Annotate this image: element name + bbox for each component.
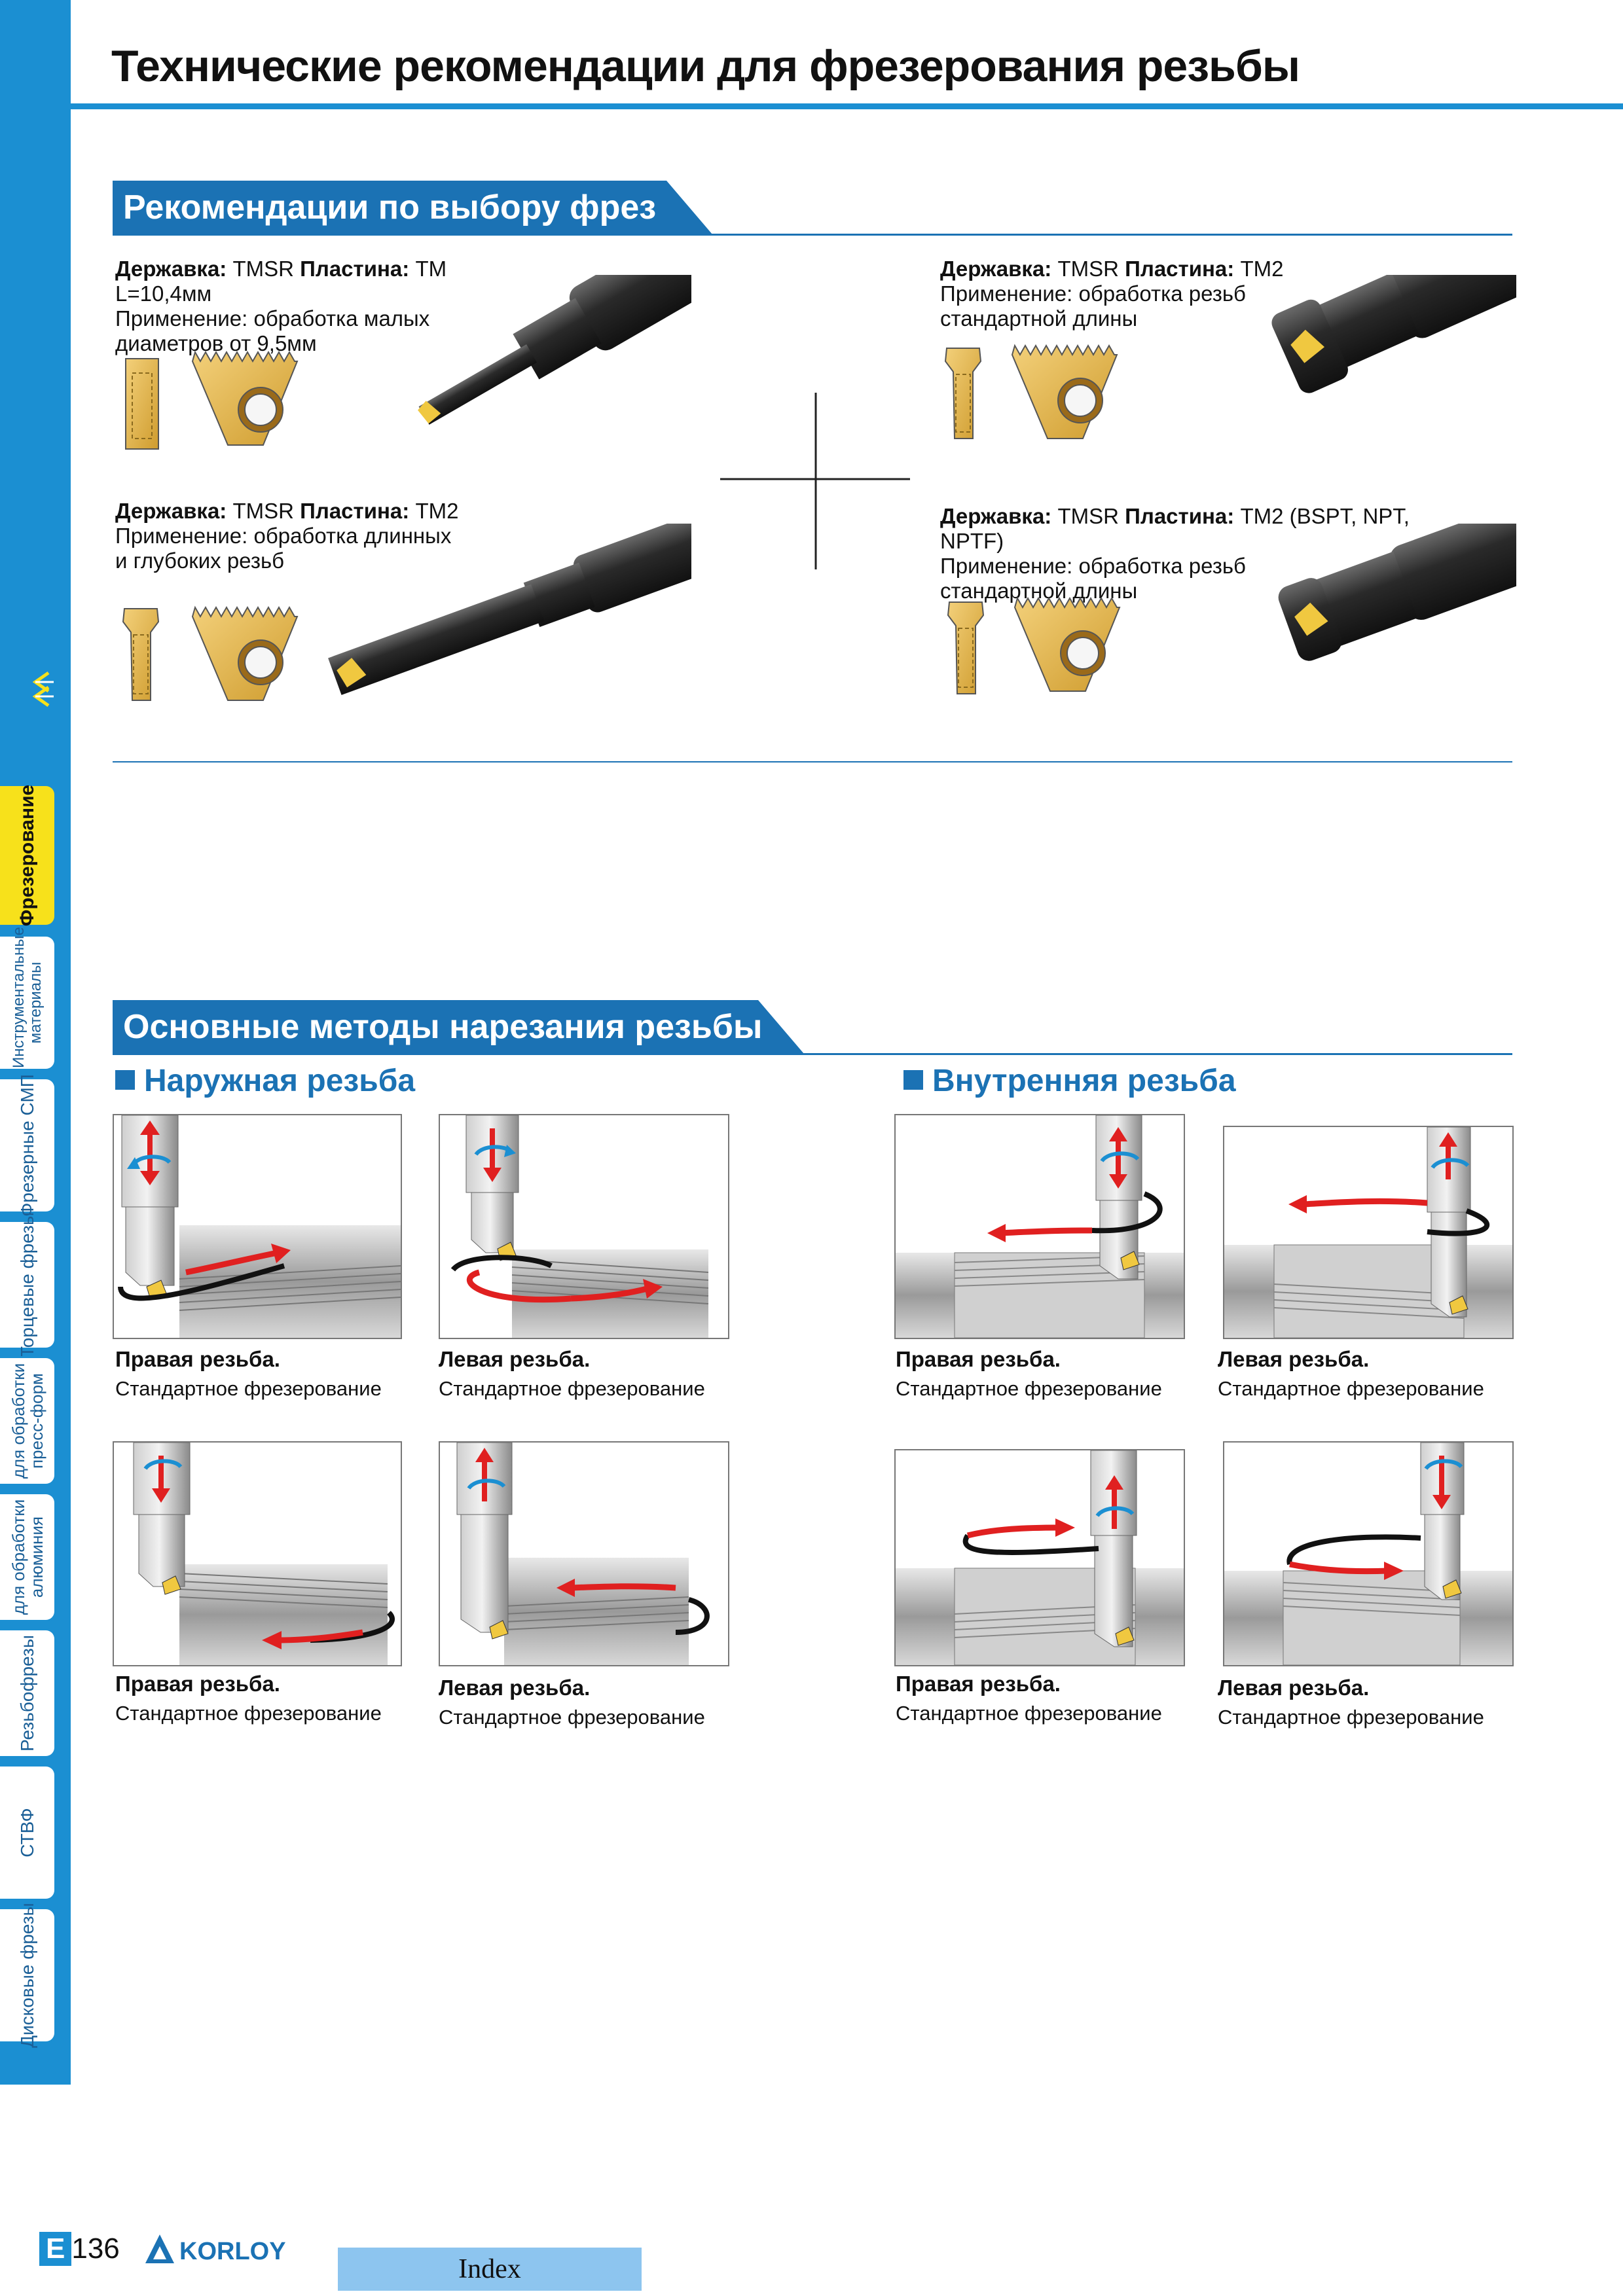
tool-description-1: Державка: TMSR Пластина: TM L=10,4мм При… [115,257,447,355]
section-tool-selection-banner: Рекомендации по выбору фрез [113,181,712,234]
back-arrows-icon[interactable] [29,668,55,713]
tool-illustration-2 [944,275,1516,439]
tool-illustration-3 [122,524,691,701]
diagram-internal-right-2 [894,1449,1185,1666]
korloy-logo: KORLOY [143,2231,293,2267]
quadrant-divider [720,393,910,569]
section-methods-banner: Основные методы нарезания резьбы [113,1000,804,1054]
sidebar-tab-ctbf[interactable]: СТВФ [0,1765,56,1901]
korloy-logo-icon: KORLOY [145,2234,286,2265]
sidebar-tab-tool-materials[interactable]: Инструментальные материалы [0,927,56,1071]
diagram-internal-right-1 [894,1114,1185,1339]
diagram-external-right-2 [113,1441,402,1666]
diagram-internal-left-2 [1223,1441,1514,1666]
tool-description-2: Державка: TMSR Пластина: TM2 Применение:… [940,257,1284,331]
section-rule-2 [113,1053,1512,1055]
section-end-rule [113,761,1512,762]
external-thread-heading: Наружная резьба [115,1063,415,1099]
internal-thread-heading: Внутренняя резьба [903,1063,1236,1099]
sidebar-tab-disc-mills[interactable]: Дисковые фрезы [0,1903,56,2048]
diagram-internal-left-1 [1223,1126,1514,1339]
sidebar-tab-mold-tools[interactable]: для обработки пресс-форм [0,1356,56,1486]
sidebar-tab-milling-inserts[interactable]: Фрезерные СМП [0,1074,56,1217]
sidebar: Фрезерование Инструментальные материалы … [0,0,71,2085]
tool-illustration-1 [125,275,691,450]
sidebar-tab-face-mills[interactable]: Торцевые фрезы [0,1212,56,1357]
sidebar-tab-aluminium-tools[interactable]: для обработки алюминия [0,1492,56,1622]
svg-text:KORLOY: KORLOY [179,2238,286,2265]
title-rule [71,103,1623,109]
diagram-external-right-1 [113,1114,402,1339]
tool-description-3: Державка: TMSR Пластина: TM2 Применение:… [115,499,459,573]
sidebar-tab-thread-mills[interactable]: Резьбофрезы [0,1628,56,1758]
sidebar-tab-milling[interactable]: Фрезерование [0,784,56,927]
tool-illustration-4 [947,524,1516,694]
square-bullet-icon [903,1070,923,1090]
page-title: Технические рекомендации для фрезеровани… [111,41,1300,91]
index-button[interactable]: Index [338,2248,642,2291]
diagram-external-left-1 [439,1114,729,1339]
diagram-external-left-2 [439,1441,729,1666]
square-bullet-icon [115,1070,135,1090]
section-rule [113,234,1512,236]
